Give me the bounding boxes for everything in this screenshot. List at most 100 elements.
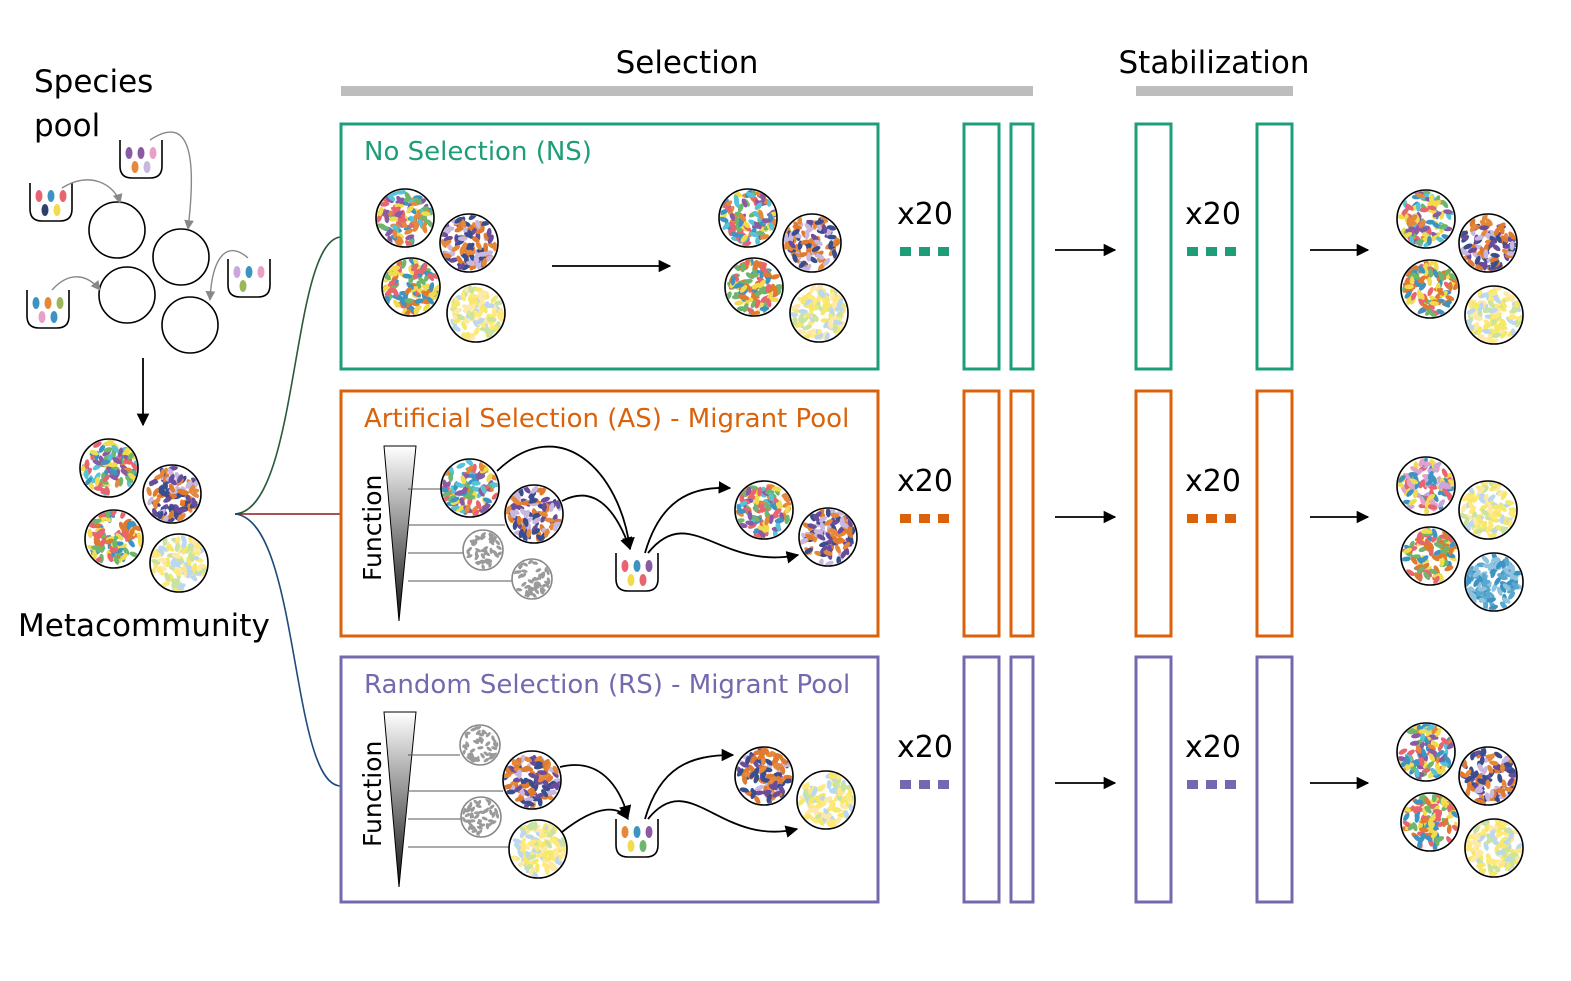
cell: [115, 533, 124, 541]
cell: [495, 812, 500, 819]
cell: [814, 333, 824, 340]
cell: [177, 508, 187, 514]
cell: [1493, 559, 1501, 568]
cell: [1499, 504, 1507, 512]
cell: [1428, 753, 1436, 762]
cell: [745, 486, 752, 496]
ns-input-community: [439, 213, 499, 273]
cell: [527, 854, 537, 861]
cell: [736, 509, 747, 514]
community-outline: [782, 213, 842, 273]
cell: [1499, 584, 1507, 593]
cell: [475, 474, 486, 480]
cell: [1443, 482, 1452, 490]
cell: [542, 850, 548, 860]
cell: [1486, 833, 1493, 843]
cell: [1444, 268, 1452, 277]
cell-cluster: [1460, 482, 1516, 538]
cell: [1504, 556, 1510, 567]
cell: [506, 789, 516, 795]
cell: [1485, 754, 1495, 760]
cell: [792, 224, 802, 230]
cell: [840, 795, 847, 805]
cell: [1512, 570, 1522, 576]
cell: [443, 235, 453, 242]
cell: [1407, 221, 1417, 227]
cell: [1422, 461, 1432, 467]
cell: [523, 486, 531, 494]
cell: [1420, 555, 1429, 563]
cell: [126, 520, 132, 531]
cell: [1501, 597, 1511, 604]
cell: [1477, 586, 1487, 592]
cell: [750, 789, 757, 800]
cell: [815, 295, 823, 304]
cell: [1471, 311, 1478, 321]
cell: [239, 280, 247, 292]
cell: [1426, 493, 1436, 501]
final-community: [1400, 259, 1460, 319]
cell-cluster: [377, 190, 433, 246]
cell: [399, 298, 407, 307]
cell: [127, 452, 135, 460]
cell: [1416, 539, 1426, 546]
cell: [515, 588, 523, 592]
cell: [1479, 225, 1489, 231]
community-outline: [789, 283, 849, 343]
cell: [478, 736, 484, 742]
transfer-arrow: [561, 494, 633, 551]
cell: [828, 528, 838, 534]
final-community: [1464, 818, 1524, 878]
cell: [1411, 272, 1420, 280]
cell: [633, 560, 641, 572]
selection-header: Selection: [616, 45, 759, 81]
community-outline: [1464, 552, 1524, 612]
cell: [1482, 329, 1492, 335]
cell: [168, 483, 176, 493]
cell: [825, 532, 833, 541]
cell: [533, 585, 540, 590]
cell: [803, 298, 813, 306]
transfer-arrow: [647, 800, 799, 838]
cell: [174, 542, 180, 552]
cell: [1461, 503, 1467, 513]
cell: [1414, 572, 1421, 581]
cell: [184, 561, 192, 570]
cell: [1486, 502, 1493, 511]
cell: [87, 528, 93, 539]
cell: [396, 195, 403, 205]
cell: [1473, 569, 1481, 578]
cell: [532, 593, 537, 598]
cell: [1470, 301, 1480, 308]
cell: [815, 253, 825, 260]
cell: [746, 191, 756, 198]
cell: [112, 538, 118, 548]
ellipsis-dot: [900, 514, 911, 523]
cell: [1499, 836, 1509, 844]
cell: [1461, 494, 1471, 502]
cell: [497, 308, 504, 317]
cell: [91, 545, 101, 550]
cell: [633, 826, 641, 838]
cell: [93, 441, 102, 448]
cell: [820, 545, 828, 554]
cell: [1478, 495, 1486, 504]
cell: [117, 447, 124, 457]
cell: [548, 861, 557, 868]
cell: [1402, 556, 1412, 562]
cell: [487, 242, 496, 249]
cell: [157, 484, 166, 492]
cell: [524, 584, 531, 589]
cell-cluster: [1398, 724, 1454, 780]
cell: [1421, 767, 1431, 774]
cell: [450, 496, 460, 503]
cell: [489, 534, 493, 542]
cell: [1426, 235, 1432, 246]
cell: [378, 206, 384, 217]
cell: [469, 310, 475, 321]
cell: [1472, 516, 1479, 526]
cell: [1424, 507, 1430, 514]
cell: [800, 295, 807, 305]
cell: [1508, 852, 1519, 858]
